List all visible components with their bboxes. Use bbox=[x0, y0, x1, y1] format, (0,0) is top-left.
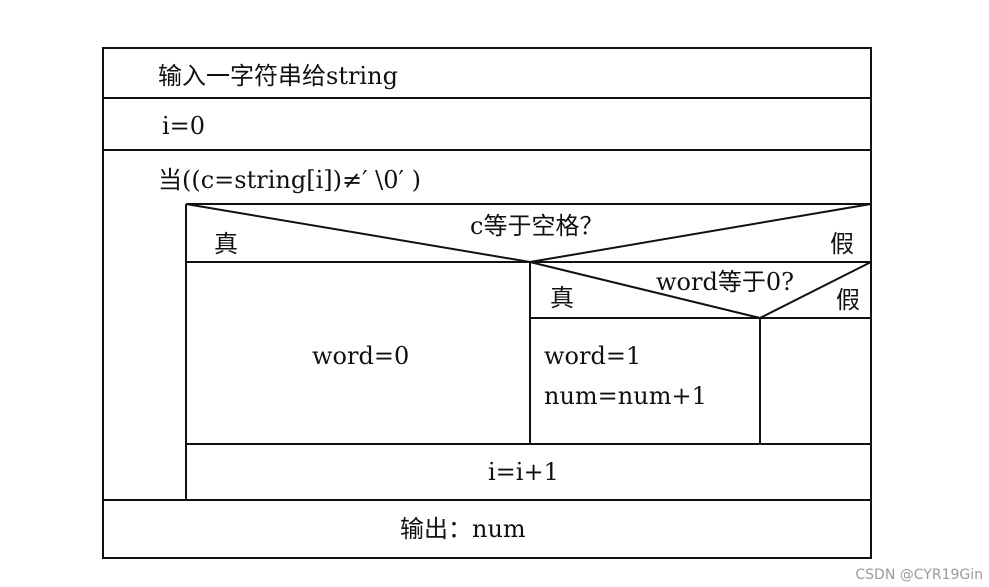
word-true-action-1: word=1 bbox=[544, 342, 641, 370]
output-step-text: 输出：num bbox=[400, 515, 526, 543]
decision-space-true-label: 真 bbox=[214, 230, 238, 258]
decision-space-diagonal-left bbox=[185, 203, 531, 263]
word-true-action-2: num=num+1 bbox=[544, 382, 707, 410]
increment-step-text: i=i+1 bbox=[488, 458, 559, 486]
loop-condition-text: 当((c=string[i])≠′ \0′ ) bbox=[158, 166, 421, 194]
input-step-text: 输入一字符串给string bbox=[158, 62, 398, 90]
decision-word-true-label: 真 bbox=[550, 284, 574, 312]
space-true-action-text: word=0 bbox=[312, 342, 409, 370]
outer-frame bbox=[102, 47, 872, 559]
watermark: CSDN @CYR19Gin bbox=[855, 567, 983, 583]
decision-space-question: c等于空格？ bbox=[470, 212, 603, 240]
decision-word-diagonal-left bbox=[529, 261, 761, 319]
decision-space-diagonal-right bbox=[529, 203, 872, 263]
decision-word-question: word等于0? bbox=[656, 268, 794, 296]
init-step-text: i=0 bbox=[162, 112, 205, 140]
decision-word-diagonal-right bbox=[759, 261, 872, 319]
decision-word-false-label: 假 bbox=[836, 286, 860, 314]
decision-space-false-label: 假 bbox=[830, 230, 854, 258]
